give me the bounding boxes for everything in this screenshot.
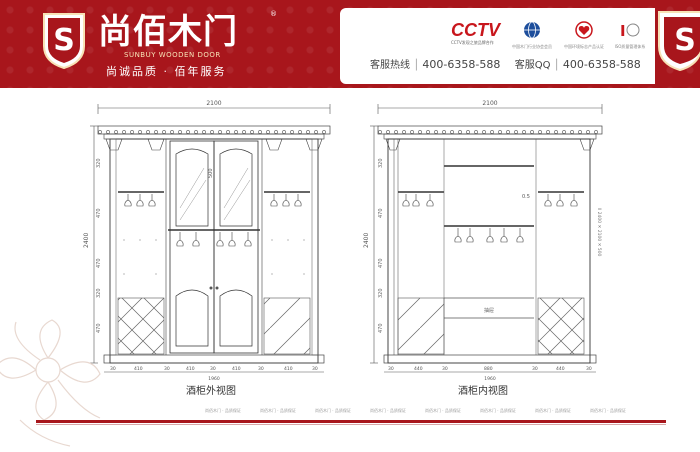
side-dim: 320	[378, 288, 384, 298]
bottom-dim: 30	[258, 366, 264, 372]
bottom-dim: 30	[210, 366, 216, 372]
bottom-dim: 30	[442, 366, 448, 372]
outer-total-dim: 1960	[208, 376, 220, 382]
inner-width-dim: 2100	[482, 100, 497, 107]
partner-logo-4-caption: ISO质量管理体系	[614, 44, 646, 49]
hotline-number[interactable]: 400-6358-588	[422, 58, 501, 71]
footer-item: 尚佰木门 · 品质保证	[370, 408, 406, 413]
partner-logo-4: I ISO质量管理体系	[612, 20, 648, 50]
iso-icon: I	[620, 22, 640, 40]
footer-item: 尚佰木门 · 品质保证	[205, 408, 241, 413]
heart-emblem-icon	[575, 21, 593, 39]
inner-height-dim: 2400	[363, 233, 370, 248]
outer-width-dim: 2100	[206, 100, 221, 107]
partner-panel	[340, 8, 655, 84]
hotline-label: 客服热线	[370, 60, 410, 71]
side-dim: 470	[378, 323, 384, 333]
svg-text:500: 500	[208, 168, 214, 178]
svg-text:S: S	[674, 23, 696, 58]
partner-logo-3: 中国环境标志产品认证	[562, 20, 606, 50]
cabinet-drawings: 2100	[83, 100, 603, 382]
bottom-dim: 440	[414, 366, 423, 372]
contact-line: 客服热线 │ 400-6358-588 客服QQ │ 400-6358-588	[370, 58, 641, 71]
brand-name: 尚佰木门	[98, 12, 238, 52]
svg-text:Ⅱ 2400 ✕ 2100 ✕ 500: Ⅱ 2400 ✕ 2100 ✕ 500	[596, 208, 602, 257]
footer-item: 尚佰木门 · 品质保证	[260, 408, 296, 413]
outer-view-drawing: 2100	[83, 100, 331, 382]
bottom-dim: 30	[388, 366, 394, 372]
footer-item: 尚佰木门 · 品质保证	[315, 408, 351, 413]
side-dim: 470	[96, 258, 102, 268]
qq-label: 客服QQ	[514, 60, 551, 71]
bottom-dim: 30	[110, 366, 116, 372]
inner-total-dim: 1960	[484, 376, 496, 382]
cctv-caption: CCTV发现之旅品牌合作	[451, 40, 494, 45]
svg-text:I: I	[620, 22, 626, 40]
side-dim: 320	[96, 158, 102, 168]
inner-view-caption: 酒柜内视图	[458, 386, 508, 397]
partner-logo-2: 中国木门行业协会会员	[512, 20, 552, 50]
flower-watermark-icon	[0, 319, 101, 447]
brand-name-en: SUNBUY WOODEN DOOR	[124, 51, 221, 59]
registered-mark: ®	[270, 10, 277, 18]
footer-item: 尚佰木门 · 品质保证	[480, 408, 516, 413]
qq-number[interactable]: 400-6358-588	[562, 58, 641, 71]
footer-item: 尚佰木门 · 品质保证	[535, 408, 571, 413]
bottom-dim: 30	[586, 366, 592, 372]
bottom-dim: 410	[186, 366, 195, 372]
side-dim: 470	[378, 208, 384, 218]
outer-height-dim: 2400	[83, 233, 90, 248]
bottom-dim: 30	[312, 366, 318, 372]
bottom-dim: 440	[556, 366, 565, 372]
brand-shield-icon: S	[43, 13, 85, 70]
partner-logo-3-caption: 中国环境标志产品认证	[564, 44, 604, 49]
bottom-dim: 410	[232, 366, 241, 372]
door-mark: 0.5	[522, 194, 530, 200]
inner-view-drawing: 2100 0.5	[363, 100, 603, 382]
cctv-logo: CCTV CCTV发现之旅品牌合作	[451, 20, 503, 48]
bottom-dim: 410	[134, 366, 143, 372]
footer-line	[36, 420, 666, 423]
cctv-wordmark: CCTV	[451, 20, 500, 40]
footer-item: 尚佰木门 · 品质保证	[425, 408, 461, 413]
partner-logo-2-caption: 中国木门行业协会会员	[512, 44, 552, 49]
side-dim: 470	[96, 323, 102, 333]
corner-shield-icon: S	[658, 11, 700, 72]
footer-item: 尚佰木门 · 品质保证	[590, 408, 626, 413]
header-banner: S 尚佰木门 ® SUNBUY WOODEN DOOR 尚诚品质 · 佰年服务 …	[0, 0, 700, 88]
globe-icon	[524, 21, 540, 39]
side-dim: 470	[378, 258, 384, 268]
footer-line-thin	[36, 424, 666, 425]
bottom-dim: 880	[484, 366, 493, 372]
middle-note: 抽屉	[484, 307, 494, 314]
outer-view-caption: 酒柜外视图	[186, 386, 236, 397]
bottom-dim: 410	[284, 366, 293, 372]
logo-letter: S	[53, 23, 75, 58]
bottom-dim: 30	[532, 366, 538, 372]
side-dim: 470	[96, 208, 102, 218]
bottom-dim: 30	[164, 366, 170, 372]
side-dim: 320	[378, 158, 384, 168]
brand-slogan: 尚诚品质 · 佰年服务	[106, 65, 227, 78]
side-dim: 320	[96, 288, 102, 298]
drawing-area: 2100	[0, 88, 700, 418]
